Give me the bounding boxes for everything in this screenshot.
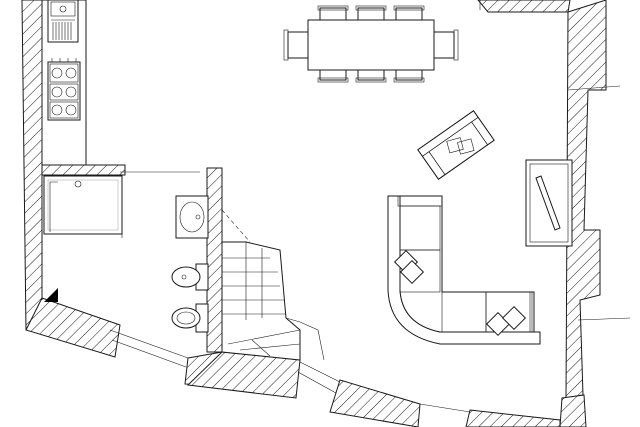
window-bottom-mid <box>299 361 341 383</box>
right-wall-lower <box>559 394 587 427</box>
armchair[interactable] <box>417 110 495 180</box>
window-right-top <box>567 85 621 91</box>
television <box>535 175 561 231</box>
bathroom-partition-wall <box>206 167 223 353</box>
sofa-pillow <box>399 259 425 285</box>
washbasin[interactable] <box>175 195 209 239</box>
toilet[interactable] <box>171 303 209 333</box>
kitchen-partition-wall <box>41 164 126 176</box>
gas-hob <box>47 58 81 121</box>
bottom-left-wall <box>25 297 121 358</box>
bottom-wall-far-right <box>465 409 561 427</box>
corner-marker-triangle <box>44 288 58 302</box>
kitchen-counter[interactable] <box>41 0 87 166</box>
bottom-wall-right <box>329 379 421 427</box>
bidet[interactable] <box>171 263 209 291</box>
left-wall <box>21 0 43 331</box>
windows <box>109 0 631 413</box>
window-bottom-left <box>109 329 189 359</box>
sofa-pillow <box>501 305 527 331</box>
sink <box>47 0 79 43</box>
corner-sofa[interactable] <box>387 195 541 345</box>
top-right-wall <box>477 0 571 13</box>
dining-table[interactable] <box>307 19 435 71</box>
shower[interactable] <box>43 175 123 235</box>
window-bottom-right <box>419 403 471 413</box>
window-right-bottom <box>577 317 631 321</box>
staircase[interactable] <box>221 209 325 361</box>
dining-chairs[interactable] <box>283 5 459 83</box>
tv-cabinet[interactable] <box>525 159 573 247</box>
bathroom <box>41 171 200 300</box>
walls <box>21 0 607 427</box>
